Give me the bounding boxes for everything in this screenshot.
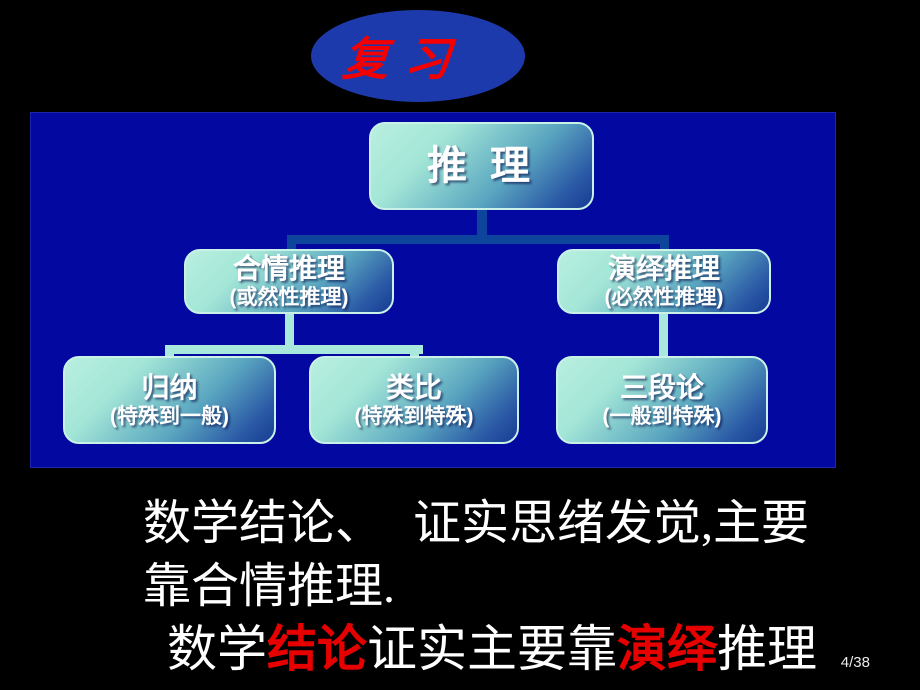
- body-line3-seg3: 证实主要靠: [367, 621, 617, 677]
- body-line3-seg4-highlight: 演绎: [617, 621, 717, 677]
- connector-drop-right: [660, 235, 669, 257]
- node-deductive-subtitle: (必然性推理): [604, 286, 724, 310]
- connector-drop-induction: [165, 345, 174, 363]
- page-number: 4/38: [840, 654, 870, 671]
- node-syllogism-subtitle: (一般到特殊): [602, 404, 722, 428]
- node-analogy: 类比 (特殊到特殊): [309, 356, 519, 444]
- node-induction-subtitle: (特殊到一般): [110, 404, 229, 428]
- node-reasoning-label: 推 理: [426, 143, 537, 188]
- node-plausible-title: 合情推理: [232, 253, 345, 285]
- connector-top-bar: [287, 235, 669, 244]
- body-line-2: 靠合情推理.: [143, 560, 396, 613]
- node-deductive-reasoning: 演绎推理 (必然性推理): [557, 249, 771, 314]
- node-reasoning: 推 理: [369, 122, 594, 210]
- node-syllogism-title: 三段论: [619, 371, 704, 403]
- review-bubble: 复习: [311, 10, 525, 102]
- connector-left-stem: [285, 312, 294, 350]
- body-text: 数学结论、证实思绪发觉,主要 靠合情推理. 数学结论证实主要靠演绎推理: [143, 492, 903, 681]
- node-analogy-title: 类比: [385, 371, 442, 403]
- node-plausible-subtitle: (或然性推理): [229, 286, 349, 310]
- body-line-3: 数学结论证实主要靠演绎推理: [167, 618, 903, 681]
- node-induction-title: 归纳: [141, 371, 198, 403]
- body-line1-part2: 证实思绪发觉,主要: [413, 497, 810, 550]
- node-analogy-subtitle: (特殊到特殊): [354, 404, 474, 428]
- node-syllogism: 三段论 (一般到特殊): [556, 356, 768, 444]
- node-deductive-title: 演绎推理: [607, 253, 720, 285]
- review-bubble-label: 复习: [340, 32, 469, 86]
- body-line3-seg1: 数学: [167, 621, 267, 677]
- diagram-panel: 推 理 合情推理 (或然性推理) 演绎推理 (必然性推理) 归纳 (特殊到一般)…: [30, 112, 836, 468]
- connector-drop-left: [287, 235, 296, 257]
- body-line3-seg5: 推理: [717, 621, 817, 677]
- node-induction: 归纳 (特殊到一般): [63, 356, 276, 444]
- body-line3-seg2-highlight: 结论: [267, 621, 367, 677]
- connector-root-stem: [477, 206, 487, 242]
- connector-left-bar: [165, 345, 423, 354]
- body-line1-part1: 数学结论、: [143, 497, 384, 550]
- body-line-1: 数学结论、证实思绪发觉,主要: [143, 492, 903, 555]
- connector-drop-analogy: [410, 345, 419, 363]
- connector-right-stem: [659, 312, 668, 362]
- node-plausible-reasoning: 合情推理 (或然性推理): [184, 249, 394, 314]
